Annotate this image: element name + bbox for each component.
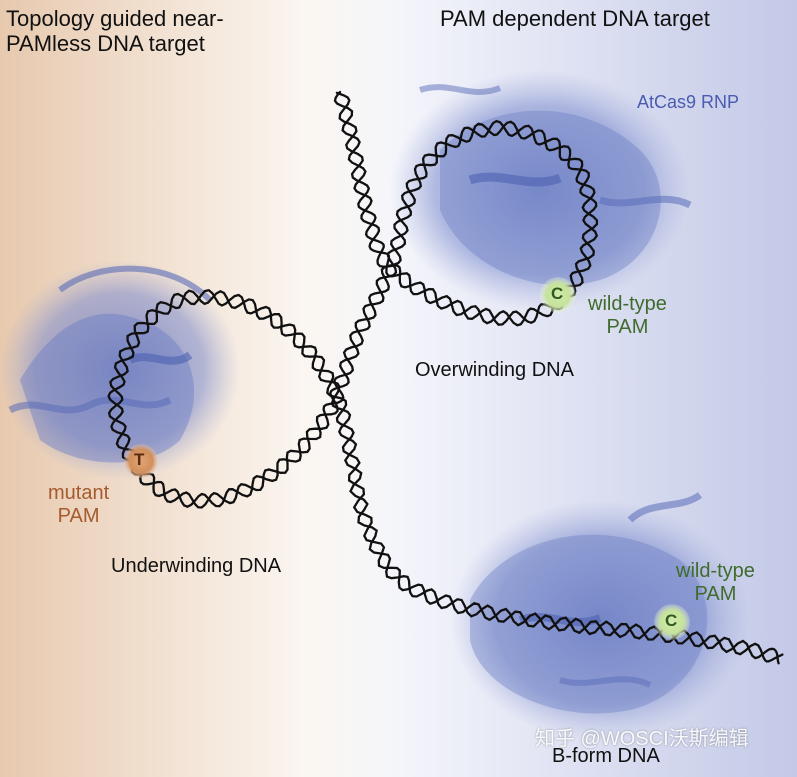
mutant-pam-marker <box>124 444 158 478</box>
dna-strands <box>107 90 784 665</box>
mutant-nucleotide-label: T <box>134 450 145 469</box>
wildtype-pam-marker-1 <box>540 277 576 313</box>
mutant-pam-label: mutant PAM <box>48 482 109 528</box>
wildtype-pam-marker-2 <box>654 604 690 640</box>
wildtype-nucleotide-label-2: C <box>665 611 678 630</box>
overwinding-label: Overwinding DNA <box>415 359 574 381</box>
right-panel-title: PAM dependent DNA target <box>440 6 710 31</box>
wildtype-nucleotide-label-1: C <box>551 284 564 303</box>
wildtype-pam-1-line-1: wild-type <box>588 293 667 315</box>
watermark: 知乎 @WOSCI沃斯编辑 <box>535 728 749 750</box>
mutant-pam-line-2: PAM <box>57 505 100 527</box>
wildtype-pam-label-2: wild-type PAM <box>676 560 755 606</box>
wildtype-pam-2-line-1: wild-type <box>676 560 755 582</box>
protein-left <box>0 260 240 480</box>
protein-top-right <box>390 70 692 310</box>
wildtype-pam-label-1: wild-type PAM <box>588 293 667 339</box>
wildtype-pam-1-line-2: PAM <box>606 316 649 338</box>
left-title-line-1: Topology guided near- <box>6 6 224 31</box>
underwinding-label: Underwinding DNA <box>111 555 282 577</box>
mutant-pam-line-1: mutant <box>48 482 110 504</box>
wildtype-pam-2-line-2: PAM <box>694 583 737 605</box>
rnp-label: AtCas9 RNP <box>637 92 740 112</box>
left-panel-title: Topology guided near- PAMless DNA target <box>6 6 224 57</box>
bform-label: B-form DNA <box>552 745 660 767</box>
left-title-line-2: PAMless DNA target <box>6 31 205 57</box>
